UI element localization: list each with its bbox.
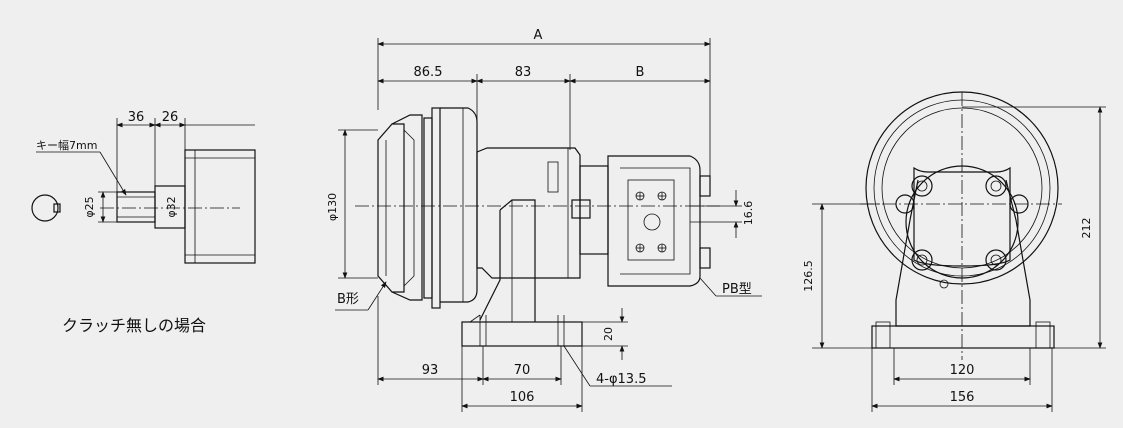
- dim-126-5-label: 126.5: [802, 260, 815, 292]
- dim-20-label: 20: [602, 327, 615, 341]
- pb-type-label: PB型: [722, 282, 752, 297]
- gear-pump: [579, 155, 711, 287]
- dim-156-label: 156: [950, 390, 975, 405]
- dim-212-label: 212: [1080, 218, 1093, 239]
- pulley: [377, 107, 478, 309]
- dim-120-label: 120: [950, 363, 975, 378]
- b-type-label: B形: [337, 292, 359, 307]
- key-width-label: キー幅7mm: [36, 139, 97, 152]
- dim-B-label: B: [636, 65, 645, 80]
- dim-26-label: 26: [162, 110, 179, 125]
- dim-16-6-label: 16.6: [742, 201, 755, 226]
- front-view: 212 126.5 120 156: [802, 91, 1106, 412]
- dim-93-label: 93: [422, 363, 439, 378]
- shaft-dia-label: φ25: [83, 196, 96, 217]
- dim-70-label: 70: [514, 363, 531, 378]
- dim-A-label: A: [534, 28, 543, 43]
- mount-holes-label: 4-φ13.5: [596, 372, 646, 387]
- pulley-dia-label: φ130: [326, 193, 339, 221]
- dim-36-label: 36: [128, 110, 145, 125]
- pedestal: [461, 199, 583, 347]
- flange-dia-label: φ32: [165, 196, 178, 217]
- shaft: [116, 191, 156, 223]
- no-clutch-caption: クラッチ無しの場合: [62, 316, 206, 335]
- dim-106-label: 106: [510, 390, 535, 405]
- shaft-end-circle: [31, 194, 59, 222]
- no-clutch-view: 36 26 キー幅7mm φ25 φ32 クラッチ無しの場合: [31, 110, 256, 335]
- housing: [184, 149, 256, 264]
- dim-83-label: 83: [515, 65, 532, 80]
- keyway: [53, 203, 61, 213]
- side-view: A 86.5 83 B φ130 B形: [326, 28, 762, 412]
- dim-86-5-label: 86.5: [414, 65, 443, 80]
- coupling-body: [476, 147, 591, 279]
